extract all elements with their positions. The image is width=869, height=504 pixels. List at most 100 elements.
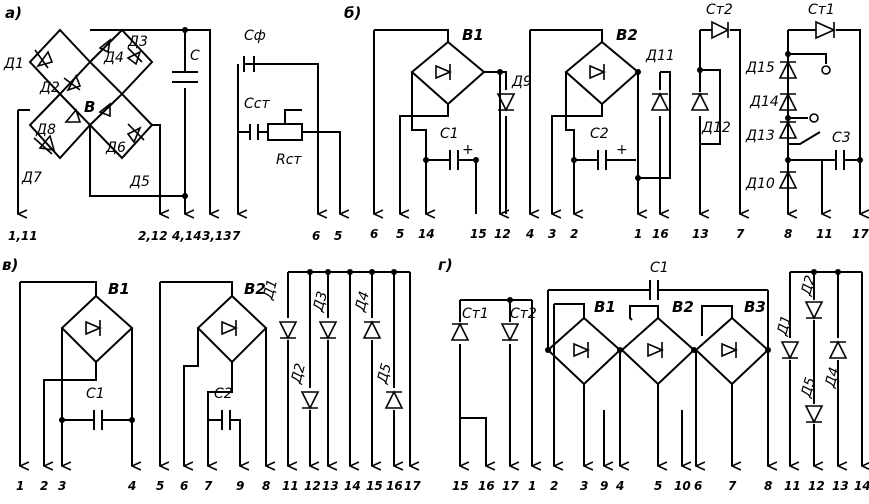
pin-v-11: 11 [282, 479, 299, 493]
label-b-section: б) [344, 4, 361, 22]
label-d12: Д12 [701, 120, 731, 136]
label-st1: Ст1 [808, 2, 835, 18]
label-d1: Д1 [3, 56, 24, 72]
pin-v-15: 15 [366, 479, 383, 493]
zener-g-st1 [450, 322, 470, 341]
label-d14: Д14 [749, 94, 779, 110]
capacitor-g-c1 [548, 280, 768, 300]
pin-a-1: 1,11 [8, 229, 38, 243]
capacitor-b-c3 [788, 150, 860, 170]
diode-d7 [33, 134, 56, 155]
pin-v-7: 7 [204, 479, 213, 493]
label-b-plus2: + [616, 142, 628, 158]
label-d9: Д9 [511, 74, 532, 90]
diode-d10 [778, 170, 798, 189]
diode-v-d4 [362, 320, 382, 339]
label-g-section: г) [438, 256, 453, 274]
wire-a-top [90, 29, 211, 202]
circuit-a: а) Д1 Д2 Д3 Д4 Д5 Д6 Д [3, 4, 342, 243]
pin-v-2: 2 [40, 479, 48, 493]
pin-b-4: 4 [525, 227, 534, 241]
label-g-c1: С1 [650, 260, 669, 276]
pin-v-3: 3 [58, 479, 66, 493]
pin-g-8: 8 [764, 479, 772, 493]
pin-b-16: 16 [652, 227, 669, 241]
switch-b-1 [821, 65, 831, 75]
label-cf: Сф [244, 28, 266, 44]
pin-v-16: 16 [386, 479, 403, 493]
pin-b-5: 5 [396, 227, 404, 241]
pin-g-14: 14 [854, 479, 869, 493]
pin-g-15: 15 [452, 479, 469, 493]
diode-d5-mark [98, 102, 111, 118]
diode-d4 [126, 47, 143, 66]
label-b-c3: С3 [832, 130, 851, 146]
pin-g-13: 13 [832, 479, 849, 493]
diode-v-d5 [384, 390, 404, 409]
label-v-d5: Д5 [374, 362, 395, 386]
pin-b-3: 3 [548, 227, 556, 241]
pin-a-7: 5 [334, 229, 342, 243]
pin-g-16: 16 [478, 479, 495, 493]
pin-b-6: 6 [370, 227, 378, 241]
capacitor-b-c2 [574, 150, 636, 170]
label-d10: Д10 [745, 176, 775, 192]
label-a: а) [5, 4, 22, 22]
label-g-d4: Д4 [822, 366, 843, 390]
wire-a-pin2 [152, 124, 160, 214]
label-b-plus1: + [462, 142, 474, 158]
pin-v-9: 9 [236, 479, 244, 493]
pin-g-2: 2 [550, 479, 558, 493]
label-d15: Д15 [745, 60, 775, 76]
label-d6: Д6 [105, 140, 126, 156]
diode-g-d5 [804, 405, 824, 424]
pin-v-13: 13 [322, 479, 339, 493]
pin-a-3: 4,14 [171, 229, 202, 243]
label-b-b2: В2 [616, 26, 638, 44]
zener-st1 [815, 20, 836, 40]
zener-st2 [711, 20, 730, 40]
label-g-d1: Д1 [774, 314, 795, 338]
label-v-d4: Д4 [352, 290, 373, 314]
label-b-b1: В1 [462, 26, 484, 44]
label-g-b2: В2 [672, 298, 694, 316]
pin-v-1: 1 [16, 479, 24, 493]
pin-g-3: 3 [580, 479, 588, 493]
capacitor-v-c1 [62, 410, 132, 430]
label-g-d5: Д5 [798, 376, 819, 400]
pin-g-10: 10 [674, 479, 691, 493]
pin-g-17: 17 [502, 479, 519, 493]
label-v-section: в) [2, 256, 18, 274]
pin-g-11: 11 [784, 479, 801, 493]
diode-d15 [778, 60, 798, 79]
pin-v-17: 17 [404, 479, 421, 493]
pin-v-5: 5 [156, 479, 164, 493]
pin-b-15: 15 [470, 227, 487, 241]
pin-v-14: 14 [344, 479, 361, 493]
label-g-st1: Ст1 [462, 306, 489, 322]
diode-d12 [690, 92, 710, 111]
label-g-b1: В1 [594, 298, 616, 316]
pin-v-8: 8 [262, 479, 270, 493]
label-g-st2: Ст2 [510, 306, 537, 322]
label-v-d3: Д3 [310, 290, 331, 314]
label-d8: Д8 [35, 122, 56, 138]
bridge-b2-diode [589, 64, 607, 80]
label-d13: Д13 [745, 128, 775, 144]
label-cst: Сcт [244, 96, 270, 112]
circuit-v: в) В1 В2 [2, 256, 421, 493]
capacitor-c [172, 71, 198, 83]
pin-g-9: 9 [600, 479, 608, 493]
pin-a-6: 6 [312, 229, 320, 243]
wire-a-mid [89, 125, 185, 197]
pin-b-17: 17 [852, 227, 869, 241]
pin-g-5: 5 [654, 479, 662, 493]
pin-b-14: 14 [418, 227, 435, 241]
label-v-c1: С1 [86, 386, 105, 402]
diode-d6 [126, 123, 145, 144]
diode-v-d3 [318, 321, 338, 340]
diode-bridge-a [28, 28, 154, 160]
diode-d3 [98, 38, 112, 54]
label-b-c1: С1 [440, 126, 459, 142]
